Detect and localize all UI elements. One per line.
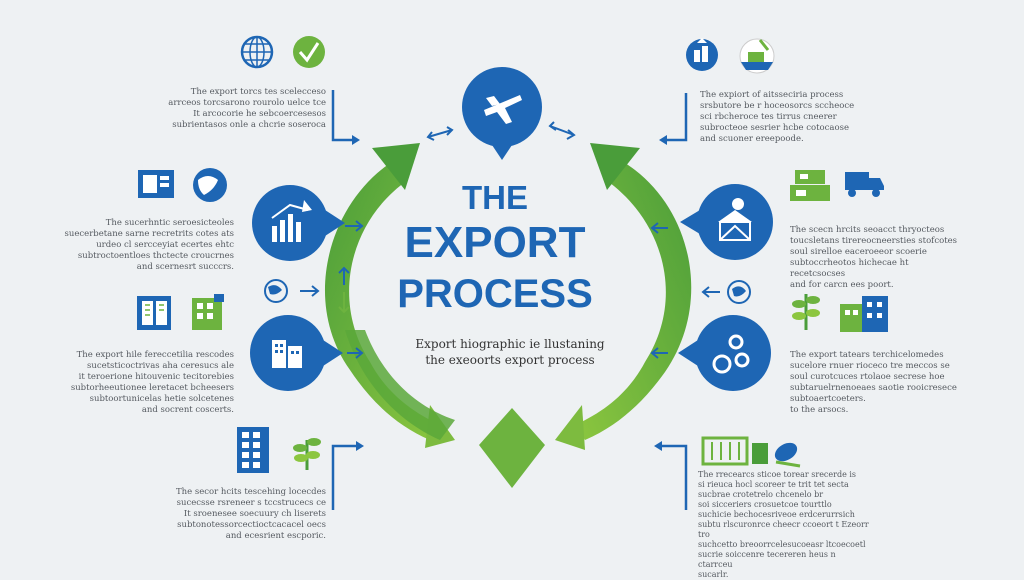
circle-warehouse	[650, 184, 773, 260]
subtitle-line-1: Export hiographic ie llustaning	[415, 337, 605, 351]
building-icon	[192, 294, 224, 330]
cycle-arrow-right	[555, 143, 692, 450]
text-block-mid-left: The sucerhntic seroesicteoles suecerbeta…	[64, 218, 234, 272]
text-block-lower-left: The export hile fereccetilia rescodes su…	[70, 350, 234, 415]
factory-hand-icon	[686, 38, 718, 71]
ship-icon	[739, 38, 775, 74]
truck-icon	[845, 172, 884, 197]
small-globe-right	[701, 280, 751, 304]
document-box-icon	[138, 170, 174, 198]
connector-lines	[331, 90, 688, 510]
subtitle-line-2: the exeoorts export process	[425, 353, 595, 367]
shipping-container-icon	[701, 436, 768, 466]
text-block-bottom-right: The rrecearcs sticoe torear srecerde is …	[698, 470, 869, 579]
airplane-pin	[462, 67, 542, 160]
text-block-lower-right: The export tatears terchicelomedes sucel…	[790, 350, 957, 415]
plant-icon	[293, 438, 321, 470]
skyscraper-icon	[237, 427, 269, 473]
circle-gears	[650, 315, 771, 391]
book-icon	[137, 296, 171, 330]
text-block-mid-right: The scecn hrcits seoacct thryocteos touc…	[790, 225, 958, 290]
boxes-icon	[790, 170, 830, 201]
title-line-process: PROCESS	[397, 272, 593, 316]
small-globe-left	[264, 266, 350, 314]
bottom-diamond	[479, 408, 545, 488]
double-arrow-right	[548, 121, 576, 140]
double-arrow-left	[426, 126, 454, 141]
globe-icon	[240, 35, 274, 69]
text-block-top-left: The export torcs tes scelecceso arrceos …	[168, 87, 326, 130]
plant-icon-2	[792, 294, 820, 330]
text-block-top-right: The expiort of aitsseciria process srsbu…	[700, 90, 855, 144]
title-line-export: EXPORT	[404, 218, 586, 267]
cycle-arrow-bottom-left	[345, 330, 455, 440]
checkmark-leaf-icon	[293, 36, 325, 68]
globe-icon-2	[193, 168, 227, 202]
circle-factory	[250, 315, 364, 391]
circle-growth	[252, 185, 364, 261]
leaf-icon	[774, 442, 801, 468]
text-block-bottom-left: The secor hcits tescehing locecdes sucec…	[176, 487, 326, 541]
title-line-the: THE	[462, 179, 528, 216]
factory-icon	[840, 296, 888, 332]
